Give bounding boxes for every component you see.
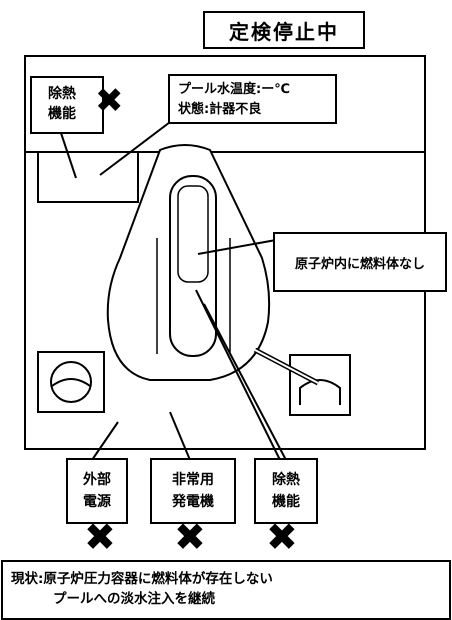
core-status-text: 原子炉内に燃料体なし: [294, 256, 425, 272]
callout-core-status: 原子炉内に燃料体なし: [273, 232, 447, 292]
status-line-1: 原子炉圧力容器に燃料体が存在しない: [43, 571, 273, 587]
valve-icon: [299, 379, 341, 405]
callout-line: 除熱: [48, 86, 76, 102]
status-line-2: プールへの淡水注入を継続: [53, 591, 215, 607]
x-mark-icon: ✖: [95, 81, 124, 121]
status-title: 定検停止中: [203, 11, 365, 49]
pool-state: 状態:計器不良: [178, 102, 262, 117]
x-mark-icon: ✖: [266, 515, 298, 559]
callout-line: 発電機: [172, 494, 214, 510]
reactor-core: [177, 185, 209, 283]
x-mark-icon: ✖: [84, 515, 116, 559]
callout-line: 機能: [272, 494, 300, 510]
status-label: 現状:: [11, 571, 44, 587]
callout-line: 機能: [48, 106, 76, 122]
pool-temperature: プール水温度:ー℃: [178, 82, 290, 97]
pointer-generator: [169, 411, 191, 461]
pointer-heat-bottom: [195, 289, 281, 461]
spent-fuel-pool: [37, 152, 139, 203]
pointer-external-power: [91, 421, 119, 461]
callout-external-power: 外部 電源: [66, 458, 128, 524]
x-mark-icon: ✖: [174, 515, 206, 559]
pump-blade: [51, 378, 91, 387]
callout-line: 除熱: [272, 472, 300, 488]
valve-stem-inner: [254, 349, 319, 384]
callout-line: 非常用: [172, 472, 214, 488]
current-status-box: 現状:原子炉圧力容器に燃料体が存在しない プールへの淡水注入を継続: [1, 560, 451, 620]
callout-line: 電源: [83, 494, 111, 510]
callout-pool-status: プール水温度:ー℃ 状態:計器不良: [168, 74, 337, 124]
suppression-chamber-right: [289, 354, 351, 416]
pointer-pool: [99, 115, 179, 176]
callout-line: 外部: [83, 472, 111, 488]
callout-heat-removal-bottom: 除熱 機能: [254, 458, 318, 524]
pointer-heat-top: [59, 129, 77, 179]
callout-heat-removal-top: 除熱 機能: [30, 76, 104, 134]
pump-icon: [50, 361, 92, 403]
callout-emergency-generator: 非常用 発電機: [150, 458, 236, 524]
pointer-heat-bottom-2: [203, 303, 287, 461]
pointer-core: [197, 239, 277, 255]
